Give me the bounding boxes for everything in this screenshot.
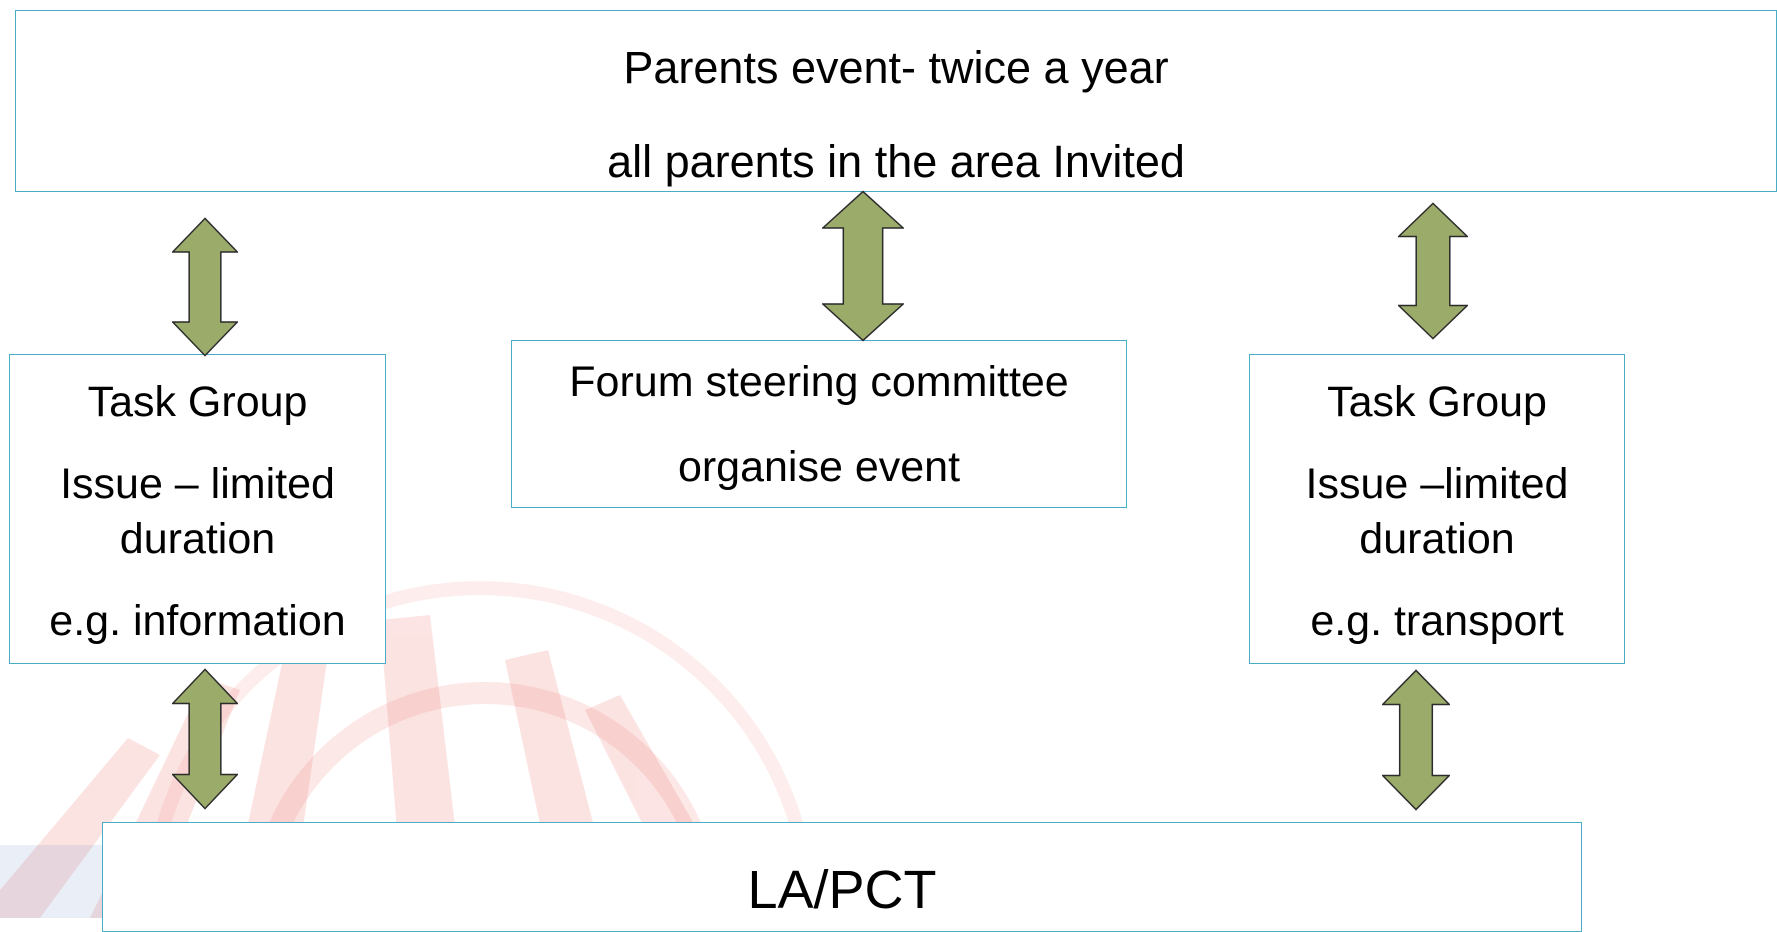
parents-event-subtitle: all parents in the area Invited — [607, 136, 1185, 187]
double-arrow-icon — [172, 217, 238, 357]
task-group-transport-box: Task Group Issue –limited duration e.g. … — [1249, 354, 1625, 664]
task-group-example: e.g. information — [49, 597, 346, 645]
forum-steering-committee-task: organise event — [677, 443, 961, 491]
task-group-label: Task Group — [1327, 378, 1547, 426]
forum-steering-committee-title: Forum steering committee — [569, 358, 1069, 406]
task-group-duration: duration — [1359, 515, 1515, 563]
parents-event-box: Parents event- twice a year all parents … — [15, 10, 1777, 192]
forum-steering-committee-box: Forum steering committee organise event — [511, 340, 1127, 508]
double-arrow-icon — [172, 668, 238, 810]
double-arrow-icon — [1382, 669, 1450, 811]
task-group-issue: Issue – limited — [60, 460, 335, 508]
parents-event-title: Parents event- twice a year — [623, 42, 1169, 93]
double-arrow-icon — [822, 190, 904, 342]
la-pct-box: LA/PCT — [102, 822, 1582, 932]
task-group-label: Task Group — [87, 378, 308, 426]
task-group-information-box: Task Group Issue – limited duration e.g.… — [9, 354, 386, 664]
double-arrow-icon — [1398, 202, 1468, 340]
task-group-issue: Issue –limited — [1305, 460, 1569, 508]
la-pct-label: LA/PCT — [747, 860, 937, 920]
task-group-duration: duration — [119, 515, 276, 563]
task-group-example: e.g. transport — [1310, 597, 1564, 645]
